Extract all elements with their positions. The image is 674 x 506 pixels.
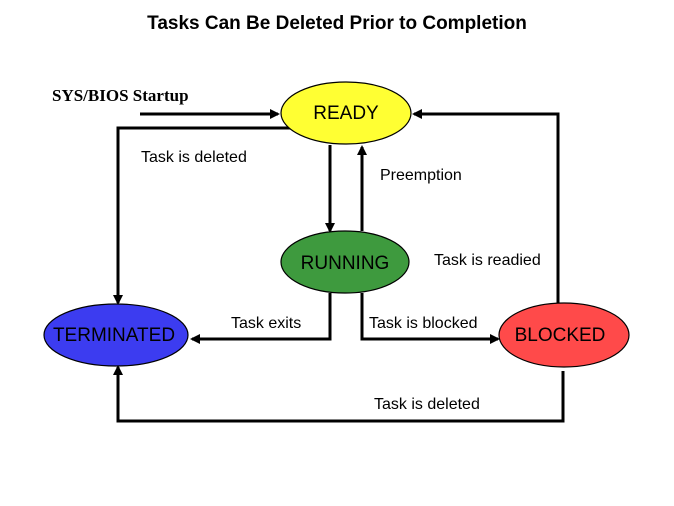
edge-label-ready-deleted: Task is deleted	[141, 149, 247, 166]
node-ready	[280, 81, 412, 145]
edge-task-readied	[412, 109, 560, 303]
edge-task-blocked	[360, 293, 500, 344]
node-blocked-label: BLOCKED	[515, 325, 606, 346]
node-running-label: RUNNING	[301, 253, 390, 274]
edge-label-task-readied: Task is readied	[434, 252, 541, 269]
edge-ready-deleted	[113, 126, 292, 305]
node-running	[280, 230, 410, 294]
node-blocked	[498, 302, 630, 368]
node-terminated-label: TERMINATED	[53, 325, 175, 346]
edge-label-task-exits: Task exits	[231, 315, 301, 332]
edge-label-preemption: Preemption	[380, 167, 462, 184]
node-terminated	[43, 303, 189, 367]
edge-task-exits	[190, 293, 332, 344]
diagram-title: Tasks Can Be Deleted Prior to Completion	[147, 13, 527, 34]
edge-label-blocked-deleted: Task is deleted	[374, 396, 480, 413]
startup-label: SYS/BIOS Startup	[52, 86, 189, 105]
edge-label-task-blocked: Task is blocked	[369, 315, 478, 332]
node-ready-label: READY	[313, 103, 379, 124]
edge-blocked-deleted	[113, 365, 565, 423]
